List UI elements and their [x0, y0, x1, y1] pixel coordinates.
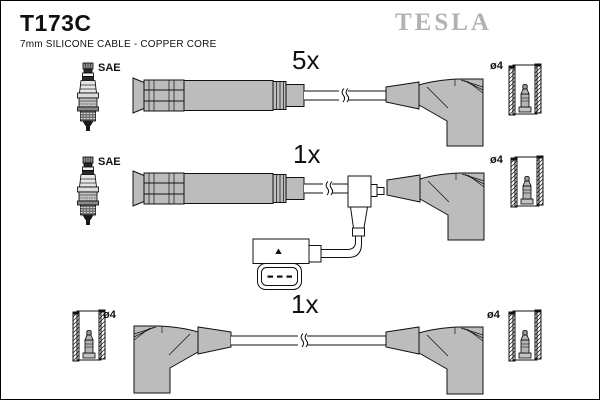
terminal-cross-section-icon	[72, 309, 106, 362]
coil-connector-block-icon	[252, 238, 322, 290]
terminal-cross-section-icon	[508, 309, 542, 362]
cable-run	[304, 88, 386, 103]
lead-row-5x	[77, 62, 542, 147]
sae-label-row1: SAE	[98, 62, 121, 74]
t-junction	[321, 175, 385, 258]
diameter-label-row3-right: ø4	[487, 309, 500, 321]
angled-boot-icon	[418, 78, 484, 147]
brand-logo: TESLA	[395, 9, 492, 36]
sae-label-row2: SAE	[98, 156, 121, 168]
diameter-label-row1: ø4	[490, 60, 503, 72]
cable-run	[231, 333, 386, 348]
taper-icon	[385, 326, 420, 355]
taper-icon	[197, 326, 232, 355]
quantity-label-row1: 5x	[292, 45, 320, 75]
terminal-cross-section-icon	[508, 63, 542, 116]
cable-run	[304, 181, 349, 196]
straight-boot-icon	[132, 170, 305, 207]
spark-plug-icon	[77, 156, 99, 226]
taper-icon	[386, 174, 421, 203]
angled-boot-icon	[419, 172, 485, 241]
cable-spec-subtitle: 7mm SILICONE CABLE - COPPER CORE	[20, 39, 217, 50]
lead-row-1x-coil	[77, 155, 544, 290]
quantity-label-row3: 1x	[291, 289, 319, 319]
diameter-label-row2: ø4	[490, 154, 503, 166]
terminal-cross-section-icon	[510, 155, 544, 208]
straight-boot-icon	[132, 77, 305, 114]
part-number: T173C	[20, 10, 92, 36]
spark-plug-icon	[77, 62, 99, 132]
angled-boot-icon	[418, 326, 484, 395]
quantity-label-row2: 1x	[293, 139, 321, 169]
taper-icon	[385, 81, 420, 110]
lead-row-1x	[72, 309, 542, 395]
angled-boot-icon	[133, 325, 199, 394]
diameter-label-row3-left: ø4	[103, 309, 116, 321]
